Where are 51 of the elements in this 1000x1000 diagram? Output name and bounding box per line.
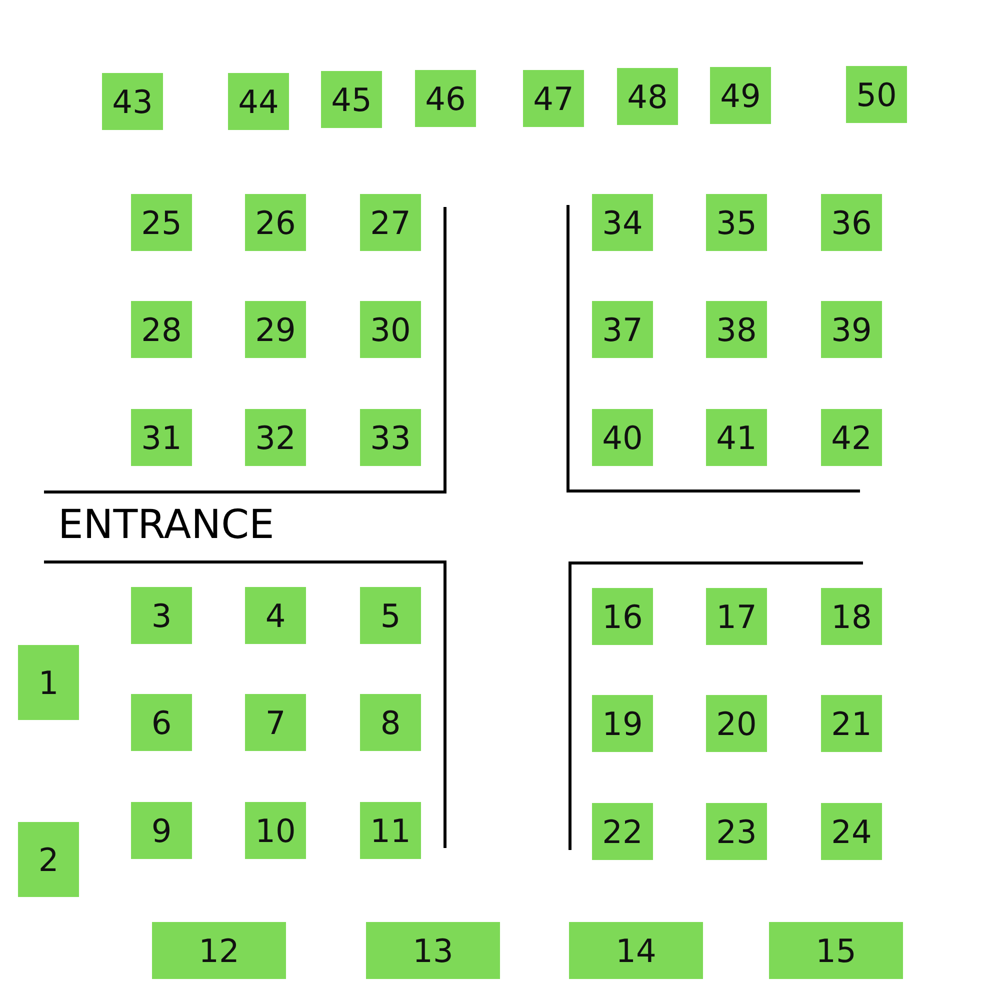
booth: 31 <box>131 409 192 466</box>
booth: 43 <box>102 73 163 130</box>
booth: 45 <box>321 71 382 128</box>
booth: 47 <box>523 70 584 127</box>
booth: 1 <box>18 645 79 720</box>
booth: 16 <box>592 588 653 645</box>
booth: 8 <box>360 694 421 751</box>
booth: 41 <box>706 409 767 466</box>
booth: 35 <box>706 194 767 251</box>
booth: 32 <box>245 409 306 466</box>
booth: 25 <box>131 194 192 251</box>
booth: 3 <box>131 587 192 644</box>
booth: 12 <box>152 922 286 979</box>
booth: 48 <box>617 68 678 125</box>
booth: 24 <box>821 803 882 860</box>
booth: 44 <box>228 73 289 130</box>
booth: 29 <box>245 301 306 358</box>
booth: 18 <box>821 588 882 645</box>
booth: 49 <box>710 67 771 124</box>
booth: 38 <box>706 301 767 358</box>
booth: 10 <box>245 802 306 859</box>
booth: 21 <box>821 695 882 752</box>
booth: 7 <box>245 694 306 751</box>
booth: 34 <box>592 194 653 251</box>
booth: 19 <box>592 695 653 752</box>
booth: 46 <box>415 70 476 127</box>
booth: 4 <box>245 587 306 644</box>
booth: 11 <box>360 802 421 859</box>
booth: 26 <box>245 194 306 251</box>
booth: 28 <box>131 301 192 358</box>
booth: 13 <box>366 922 500 979</box>
booth: 23 <box>706 803 767 860</box>
booth: 6 <box>131 694 192 751</box>
booth: 9 <box>131 802 192 859</box>
booth: 22 <box>592 803 653 860</box>
booth: 50 <box>846 66 907 123</box>
booth: 14 <box>569 922 703 979</box>
booth: 27 <box>360 194 421 251</box>
booth: 2 <box>18 822 79 897</box>
booth: 36 <box>821 194 882 251</box>
booth: 39 <box>821 301 882 358</box>
booth: 33 <box>360 409 421 466</box>
entrance-label: ENTRANCE <box>58 502 274 548</box>
booth: 30 <box>360 301 421 358</box>
booth: 20 <box>706 695 767 752</box>
booth: 37 <box>592 301 653 358</box>
booth: 5 <box>360 587 421 644</box>
booth: 15 <box>769 922 903 979</box>
booth: 17 <box>706 588 767 645</box>
booth: 40 <box>592 409 653 466</box>
booth: 42 <box>821 409 882 466</box>
